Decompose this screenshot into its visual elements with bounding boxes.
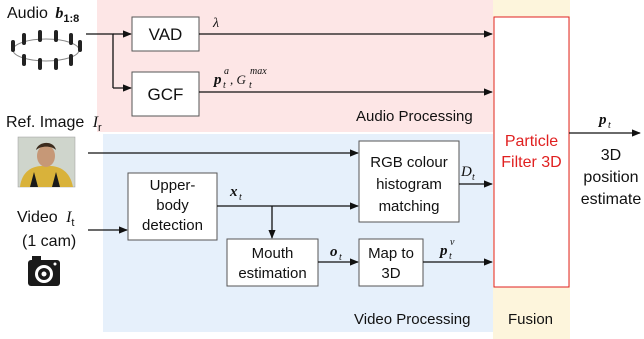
svg-text:D: D — [460, 164, 472, 180]
pt-output-symbol: p t — [597, 112, 611, 131]
particle-filter-block — [493, 16, 570, 288]
svg-text:t: t — [472, 172, 475, 183]
gcf-block — [131, 71, 200, 117]
video-processing-label: Video Processing — [354, 311, 470, 328]
video-cam-count: (1 cam) — [22, 233, 76, 250]
svg-text:t: t — [223, 80, 226, 91]
pf-line1: Particle — [505, 133, 558, 150]
rgb-line3: matching — [379, 198, 440, 215]
svg-text:t: t — [608, 120, 611, 131]
svg-text:max: max — [250, 66, 267, 77]
svg-text:, G: , G — [230, 72, 247, 87]
pf-line2: Filter 3D — [501, 154, 561, 171]
map-line2: 3D — [381, 265, 400, 282]
svg-text:Audio b1:8: Audio b1:8 — [7, 5, 79, 25]
rgb-histogram-block — [358, 140, 460, 223]
pv-symbol: p t v — [438, 237, 455, 262]
mouth-line2: estimation — [238, 265, 306, 282]
upper-body-line1: Upper- — [150, 177, 196, 194]
vad-block — [131, 16, 200, 52]
lambda-symbol: λ — [212, 16, 219, 31]
audio-input-label: Audio b1:8 — [7, 5, 79, 25]
ref-image-label: Ref. Image Ir — [6, 114, 102, 134]
output-line1: 3D — [601, 147, 621, 164]
svg-text:t: t — [339, 252, 342, 263]
xt-symbol: x t — [229, 184, 242, 203]
upper-body-detection-block — [127, 172, 218, 241]
camera-icon — [28, 256, 60, 286]
ot-symbol: o t — [330, 244, 342, 263]
rgb-line2: histogram — [376, 176, 442, 193]
svg-text:Video It: Video It — [17, 209, 74, 229]
svg-text:p: p — [212, 72, 222, 88]
map-line1: Map to — [368, 245, 414, 262]
portrait-photo-icon — [17, 136, 76, 188]
gcf-output-symbols: p t a , G t max — [212, 66, 267, 91]
upper-body-line2: body — [156, 197, 189, 214]
svg-text:p: p — [438, 243, 448, 259]
svg-text:t: t — [249, 80, 252, 91]
svg-text:a: a — [224, 66, 229, 77]
vad-label: VAD — [149, 25, 183, 44]
mouth-line1: Mouth — [252, 245, 294, 262]
mouth-estimation-block — [226, 238, 319, 287]
video-input-label: Video It — [17, 209, 74, 229]
svg-text:p: p — [597, 112, 607, 128]
svg-text:Ref. Image Ir: Ref. Image Ir — [6, 114, 102, 134]
output-line2: position — [583, 169, 638, 186]
svg-text:o: o — [330, 244, 338, 260]
audio-processing-label: Audio Processing — [356, 108, 473, 125]
svg-text:x: x — [229, 184, 238, 200]
map-to-3d-block — [358, 238, 424, 287]
dt-symbol: D t — [460, 164, 475, 183]
microphone-array-icon — [11, 30, 82, 70]
svg-text:t: t — [239, 192, 242, 203]
rgb-line1: RGB colour — [370, 154, 448, 171]
svg-text:v: v — [450, 237, 455, 248]
svg-text:t: t — [449, 251, 452, 262]
upper-body-line3: detection — [142, 217, 203, 234]
output-line3: estimate — [581, 191, 642, 208]
gcf-label: GCF — [148, 85, 184, 104]
fusion-label: Fusion — [508, 311, 553, 328]
